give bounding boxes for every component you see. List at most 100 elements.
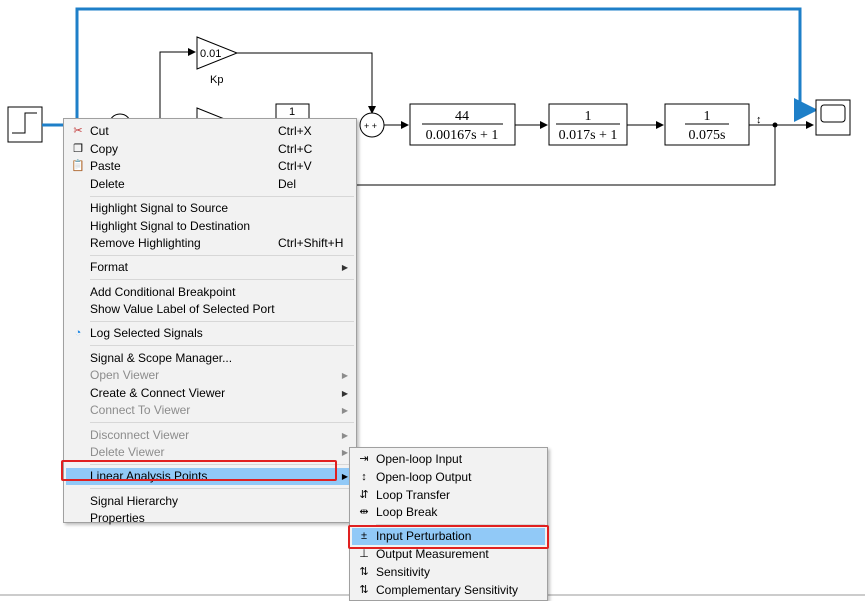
menu-separator (90, 464, 354, 466)
menu-separator (90, 488, 354, 490)
svg-text:0.075s: 0.075s (689, 128, 726, 143)
menu-item-label: Highlight Signal to Source (90, 201, 229, 215)
menu-separator (90, 255, 354, 257)
menu-item-loop-break[interactable]: ⇹ Loop Break (352, 504, 545, 521)
loop-transfer-icon: ⇵ (359, 488, 369, 501)
menu-item-label: Properties (90, 511, 145, 526)
output-measurement-icon: ⊥ (359, 548, 369, 560)
menu-item-delete-viewer[interactable]: Delete Viewer ▶ (66, 444, 354, 461)
gain-kp-label: Kp (210, 74, 223, 86)
menu-separator (376, 524, 545, 526)
menu-item-highlight-signal-to-destination[interactable]: Highlight Signal to Destination (66, 218, 354, 235)
menu-item-open-loop-output[interactable]: ↕Open-loop Output (352, 469, 545, 486)
chevron-right-icon: ▶ (341, 448, 348, 458)
menu-item-label: Highlight Signal to Destination (90, 218, 251, 233)
menu-item-label: Show Value Label of Selected Port (90, 302, 275, 317)
gain-kp-block[interactable]: 0.01 (196, 36, 239, 70)
shortcut-label: Ctrl+V (278, 159, 312, 174)
menu-separator (90, 345, 354, 347)
paste-icon: 📋 (71, 160, 85, 173)
menu-item-show-value-label-of-selected-port[interactable]: Show Value Label of Selected Port (66, 301, 354, 318)
input-perturbation-icon: ± (360, 530, 368, 543)
scope-block[interactable] (815, 99, 851, 136)
menu-item-properties[interactable]: Properties (66, 510, 354, 527)
step-block[interactable] (7, 106, 43, 143)
linear-analysis-submenu: ⇥ Open-loop Input ↕Open-loop Output ⇵ Loop T… (349, 447, 548, 601)
svg-text:↕: ↕ (756, 114, 762, 126)
menu-item-log-selected-signals[interactable]: ◔Log Selected Signals (66, 325, 354, 342)
menu-item-create-connect-viewer[interactable]: Create & Connect Viewer ▶ (66, 385, 354, 402)
highlight-box-linear-analysis (61, 460, 337, 481)
transfer-fcn-2[interactable]: 1 0.017s + 1 (548, 103, 628, 146)
scissors-icon: ✂ (73, 125, 83, 137)
menu-item-label: Sensitivity (376, 564, 431, 579)
menu-item-label: Delete (90, 176, 125, 191)
menu-item-label: Open Viewer (90, 368, 160, 383)
menu-item-copy[interactable]: ❐ Copy Ctrl+C (66, 141, 354, 158)
open-loop-input-icon: ⇥ (359, 453, 369, 465)
menu-item-label: Copy (90, 141, 119, 156)
menu-item-signal-scope-manager[interactable]: Signal & Scope Manager... (66, 350, 354, 367)
chevron-right-icon: ▶ (341, 430, 348, 440)
open-loop-output-icon: ↕ (361, 470, 367, 483)
menu-item-label: Create & Connect Viewer (90, 385, 226, 400)
menu-separator (90, 321, 354, 323)
menu-item-loop-transfer[interactable]: ⇵ Loop Transfer (352, 487, 545, 504)
menu-item-highlight-signal-to-source[interactable]: Highlight Signal to Source (66, 200, 354, 217)
shortcut-label: Ctrl+Shift+H (278, 236, 344, 251)
menu-item-label: Signal & Scope Manager... (90, 350, 233, 365)
complementary-sensitivity-icon: ⇅ (359, 583, 369, 596)
menu-item-label: Output Measurement (376, 547, 489, 561)
copy-icon: ❐ (73, 142, 83, 155)
menu-item-label: Disconnect Viewer (90, 427, 190, 442)
menu-item-output-measurement[interactable]: ⊥ Output Measurement (352, 546, 545, 563)
menu-item-add-conditional-breakpoint[interactable]: Add Conditional Breakpoint (66, 284, 354, 301)
chevron-right-icon: ▶ (341, 388, 348, 398)
menu-item-label: Loop Transfer (376, 487, 451, 502)
menu-item-label: Loop Break (376, 505, 438, 520)
menu-item-open-viewer[interactable]: Open Viewer ▶ (66, 367, 354, 384)
menu-item-disconnect-viewer[interactable]: Disconnect Viewer ▶ (66, 427, 354, 444)
svg-text:0.017s + 1: 0.017s + 1 (559, 128, 618, 143)
menu-separator (90, 279, 354, 281)
menu-item-open-loop-input[interactable]: ⇥ Open-loop Input (352, 451, 545, 468)
highlight-box-input-perturbation (348, 525, 549, 549)
chevron-right-icon: ▶ (341, 371, 348, 381)
transfer-fcn-3[interactable]: 10.075s (664, 103, 750, 146)
menu-item-sensitivity[interactable]: ⇅ Sensitivity (352, 564, 545, 581)
menu-item-complementary-sensitivity[interactable]: ⇅Complementary Sensitivity (352, 582, 545, 599)
menu-item-label: Cut (90, 124, 109, 138)
svg-text:0.00167s + 1: 0.00167s + 1 (426, 128, 499, 143)
svg-text:+ +: + + (364, 121, 377, 131)
menu-item-label: Connect To Viewer (90, 403, 191, 418)
shortcut-label: Ctrl+X (278, 124, 312, 138)
menu-item-signal-hierarchy[interactable]: Signal Hierarchy (66, 493, 354, 510)
menu-item-label: Format (90, 260, 129, 275)
shortcut-label: Ctrl+C (278, 141, 313, 156)
transfer-fcn-1[interactable]: 440.00167s + 1 (409, 103, 516, 146)
menu-separator (90, 195, 354, 197)
menu-item-input-perturbation[interactable]: ± Input Perturbation (352, 528, 545, 546)
sensitivity-icon: ⇅ (359, 565, 369, 578)
integrator-numerator: 1 (289, 106, 295, 118)
chevron-right-icon: ▶ (341, 263, 348, 273)
menu-item-paste[interactable]: 📋 Paste Ctrl+V (66, 158, 354, 175)
menu-item-format[interactable]: Format ▶ (66, 259, 354, 276)
svg-text:1: 1 (585, 109, 592, 124)
menu-item-label: Open-loop Input (376, 452, 463, 466)
menu-item-label: Input Perturbation (376, 529, 472, 544)
menu-item-connect-to-viewer[interactable]: Connect To Viewer ▶ (66, 402, 354, 419)
menu-item-label: Delete Viewer (90, 445, 165, 460)
menu-separator (90, 422, 354, 424)
chevron-right-icon: ▶ (341, 472, 348, 482)
loop-break-icon: ⇹ (359, 506, 369, 519)
menu-item-cut[interactable]: ✂ Cut Ctrl+X (66, 123, 354, 140)
svg-text:0.01: 0.01 (200, 48, 221, 60)
chevron-right-icon: ▶ (341, 406, 348, 416)
menu-item-label: Paste (90, 159, 121, 174)
menu-item-label: Log Selected Signals (90, 326, 203, 341)
menu-item-label: Signal Hierarchy (90, 493, 179, 508)
